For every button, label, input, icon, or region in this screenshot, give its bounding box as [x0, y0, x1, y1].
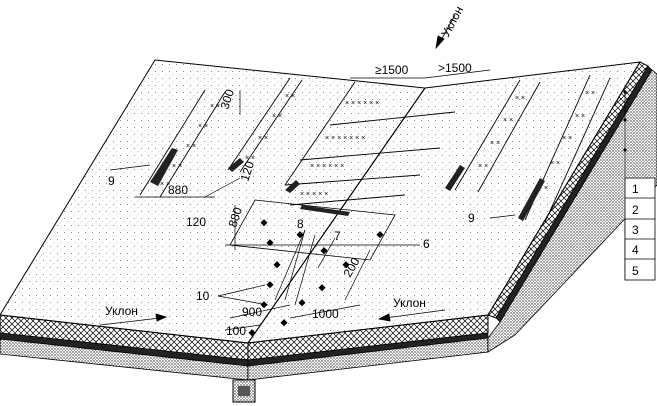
svg-text:× ×: × ×	[515, 95, 525, 102]
svg-text:× ×: × ×	[198, 123, 208, 130]
svg-text:× ×: × ×	[550, 160, 560, 167]
fastener-marks: × × × × × × × × × × × × × × × × × × × × × × × …	[160, 90, 595, 198]
drain-fasteners	[248, 219, 384, 337]
svg-text:× ×: × ×	[585, 90, 595, 97]
overlay-patches	[150, 148, 545, 221]
label-9-left: 9	[108, 174, 115, 188]
svg-text:× ×: × ×	[562, 135, 572, 142]
dim-880-h: 880	[168, 183, 188, 197]
dimension-lines	[109, 69, 516, 331]
svg-text:× ×: × ×	[575, 113, 585, 120]
layer-legend: 1 2 3 4 5	[623, 90, 656, 281]
dim-120-b: 120	[186, 215, 206, 229]
svg-text:× ×: × ×	[258, 135, 268, 142]
dim-gt1500: >1500	[438, 61, 472, 75]
legend-item-1: 1	[632, 182, 639, 196]
svg-text:× ×: × ×	[490, 140, 500, 147]
legend-item-2: 2	[632, 203, 639, 217]
slope-label-right: Уклон	[393, 296, 426, 310]
svg-text:× ×: × ×	[186, 143, 196, 150]
svg-text:× ×: × ×	[160, 181, 170, 188]
label-6: 6	[423, 237, 430, 251]
svg-text:× ×: × ×	[478, 163, 488, 170]
svg-text:× ×: × ×	[210, 103, 220, 110]
dim-900: 900	[242, 305, 262, 319]
svg-text:× × × × × ×: × × × × × ×	[310, 163, 344, 170]
slope-label-left: Уклон	[105, 304, 138, 318]
label-9-right: 9	[468, 211, 475, 225]
legend-item-3: 3	[632, 223, 639, 237]
label-8: 8	[297, 217, 304, 231]
svg-text:× ×: × ×	[272, 113, 282, 120]
roof-surface	[0, 59, 641, 344]
dim-120-a: 120	[238, 159, 258, 183]
legend-item-4: 4	[632, 243, 639, 257]
svg-text:× ×: × ×	[285, 93, 295, 100]
legend-item-5: 5	[632, 264, 639, 278]
dim-100: 100	[226, 324, 246, 338]
dimension-values: ≥1500 >1500 300 880 120 120 880 200 900 …	[168, 61, 472, 338]
reinforcement-strips	[139, 74, 611, 261]
svg-text:× × × × ×: × × × × ×	[300, 191, 328, 198]
slope-label-top: Уклон	[438, 4, 466, 40]
svg-text:× ×: × ×	[538, 185, 548, 192]
dim-880-v: 880	[226, 205, 246, 229]
slope-arrows	[99, 14, 456, 326]
roof-section-layers	[0, 61, 657, 403]
svg-text:× ×: × ×	[245, 155, 255, 162]
dim-1000: 1000	[312, 307, 339, 321]
dim-ge1500: ≥1500	[375, 63, 409, 77]
svg-text:× ×: × ×	[503, 117, 513, 124]
svg-text:× ×: × ×	[172, 163, 182, 170]
svg-text:× × × × × ×: × × × × × ×	[345, 100, 379, 107]
label-7: 7	[334, 229, 341, 243]
dim-300: 300	[218, 87, 238, 111]
svg-text:× × × × × × ×: × × × × × × ×	[325, 135, 365, 142]
label-10: 10	[196, 289, 210, 303]
